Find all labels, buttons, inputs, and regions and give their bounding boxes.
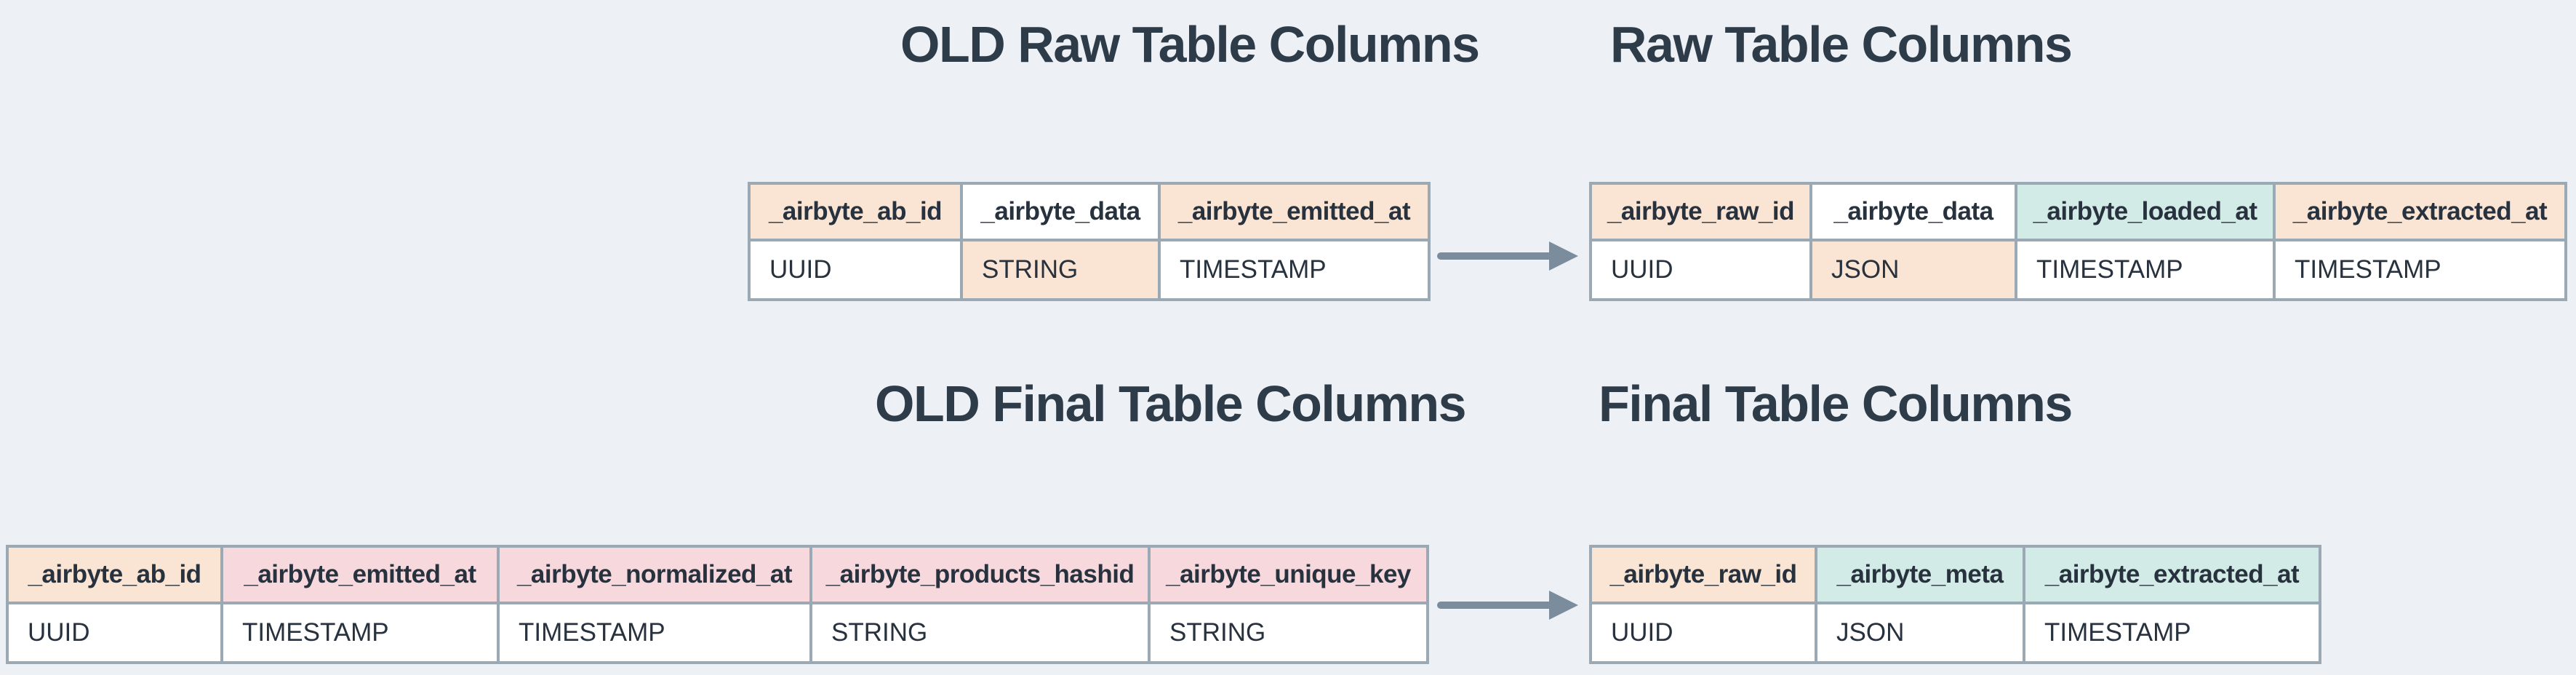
column-header: _airbyte_extracted_at — [2023, 545, 2321, 604]
title-old-raw-table-columns: OLD Raw Table Columns — [900, 16, 1480, 73]
column-header: _airbyte_meta — [1815, 545, 2025, 604]
column-header: _airbyte_normalized_at — [497, 545, 812, 604]
title-raw-table-columns: Raw Table Columns — [1610, 16, 2073, 73]
final-table: _airbyte_raw_id _airbyte_meta _airbyte_e… — [1589, 545, 2321, 664]
column-header: _airbyte_data — [960, 182, 1161, 241]
column-header: _airbyte_raw_id — [1589, 545, 1817, 604]
old-raw-table: _airbyte_ab_id _airbyte_data _airbyte_em… — [748, 182, 1431, 301]
right-arrow-icon — [1437, 241, 1578, 271]
column-type: UUID — [6, 602, 223, 664]
column-type: UUID — [1589, 239, 1812, 301]
column-header: _airbyte_data — [1809, 182, 2017, 241]
column-type: TIMESTAMP — [2015, 239, 2276, 301]
table-type-row: UUID TIMESTAMP TIMESTAMP STRING STRING — [6, 602, 1429, 664]
column-header: _airbyte_loaded_at — [2015, 182, 2276, 241]
title-old-final-table-columns: OLD Final Table Columns — [875, 375, 1467, 432]
column-type: TIMESTAMP — [1158, 239, 1431, 301]
column-type: TIMESTAMP — [497, 602, 812, 664]
raw-table: _airbyte_raw_id _airbyte_data _airbyte_l… — [1589, 182, 2567, 301]
column-type: UUID — [748, 239, 963, 301]
table-header-row: _airbyte_raw_id _airbyte_data _airbyte_l… — [1589, 182, 2567, 241]
title-final-table-columns: Final Table Columns — [1599, 375, 2073, 432]
column-type: TIMESTAMP — [220, 602, 500, 664]
column-type: JSON — [1809, 239, 2017, 301]
table-type-row: UUID STRING TIMESTAMP — [748, 239, 1431, 301]
column-type: TIMESTAMP — [2023, 602, 2321, 664]
right-arrow-icon — [1437, 591, 1578, 620]
column-type: STRING — [809, 602, 1151, 664]
column-header: _airbyte_emitted_at — [220, 545, 500, 604]
table-header-row: _airbyte_ab_id _airbyte_emitted_at _airb… — [6, 545, 1429, 604]
column-type: JSON — [1815, 602, 2025, 664]
column-type: STRING — [960, 239, 1161, 301]
column-header: _airbyte_ab_id — [748, 182, 963, 241]
column-type: STRING — [1148, 602, 1429, 664]
table-header-row: _airbyte_ab_id _airbyte_data _airbyte_em… — [748, 182, 1431, 241]
table-type-row: UUID JSON TIMESTAMP TIMESTAMP — [1589, 239, 2567, 301]
column-header: _airbyte_products_hashid — [809, 545, 1151, 604]
column-header: _airbyte_raw_id — [1589, 182, 1812, 241]
column-header: _airbyte_unique_key — [1148, 545, 1429, 604]
column-header: _airbyte_ab_id — [6, 545, 223, 604]
column-type: TIMESTAMP — [2273, 239, 2567, 301]
table-header-row: _airbyte_raw_id _airbyte_meta _airbyte_e… — [1589, 545, 2321, 604]
table-type-row: UUID JSON TIMESTAMP — [1589, 602, 2321, 664]
column-type: UUID — [1589, 602, 1817, 664]
column-header: _airbyte_emitted_at — [1158, 182, 1431, 241]
column-header: _airbyte_extracted_at — [2273, 182, 2567, 241]
old-final-table: _airbyte_ab_id _airbyte_emitted_at _airb… — [6, 545, 1429, 664]
